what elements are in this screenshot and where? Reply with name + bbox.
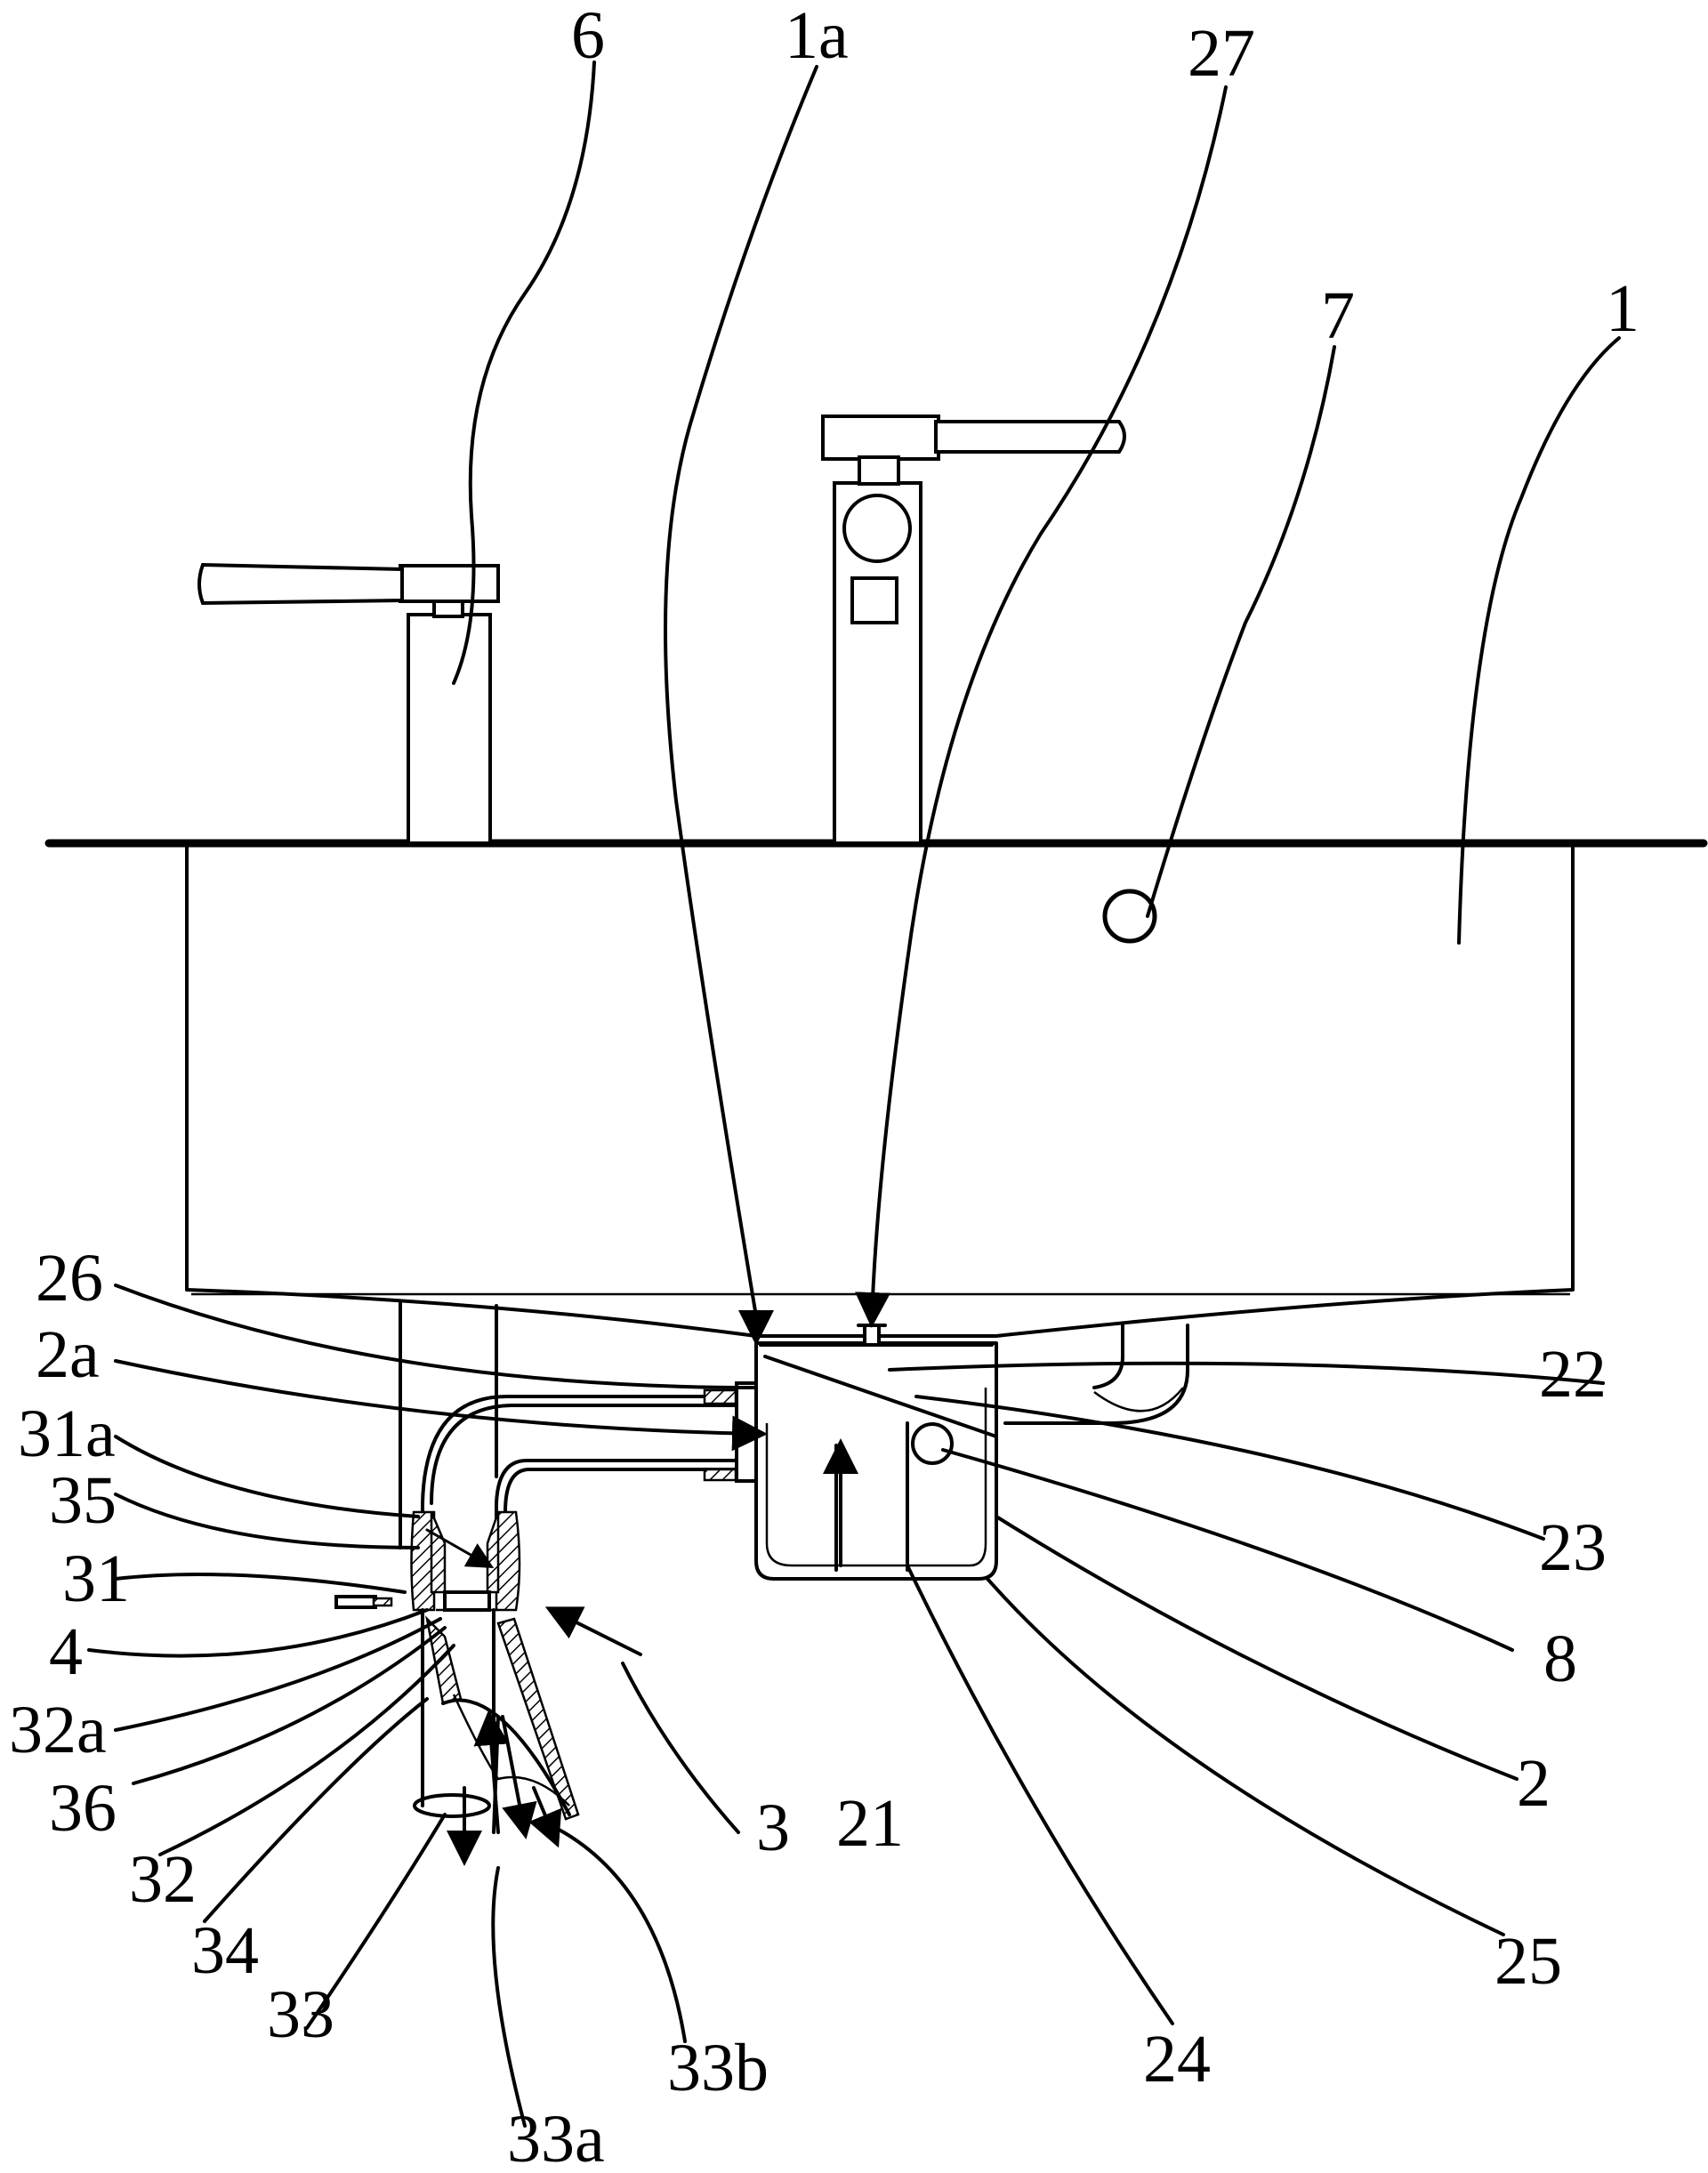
label-23: 23	[1539, 1510, 1607, 1585]
label-33: 33	[267, 1977, 334, 2052]
leader-26	[114, 1284, 758, 1389]
label-1: 1	[1606, 271, 1640, 346]
leader-36	[132, 1626, 447, 1785]
leader-33a	[491, 1866, 527, 2128]
label-2: 2	[1517, 1746, 1551, 1821]
label-7: 7	[1321, 278, 1355, 353]
label-34: 34	[191, 1913, 259, 1988]
leader-1	[1457, 336, 1621, 945]
label-31a: 31a	[18, 1396, 116, 1471]
label-36: 36	[49, 1771, 117, 1846]
leader-25	[986, 1577, 1505, 1936]
leader-34	[203, 1697, 429, 1923]
label-6: 6	[571, 0, 605, 73]
label-33b: 33b	[667, 2031, 769, 2105]
sink-basin	[185, 845, 1575, 1338]
overflow-pipe	[1003, 1324, 1189, 1425]
label-33a: 33a	[507, 2102, 605, 2173]
faucet-right	[821, 414, 1126, 845]
leader-33	[305, 1813, 447, 2030]
label-3: 3	[756, 1791, 790, 1865]
leader-6	[452, 60, 596, 685]
leader-8	[941, 1448, 1514, 1652]
label-21: 21	[836, 1786, 904, 1861]
rotating-outlet	[413, 1608, 580, 1821]
leader-7	[1146, 345, 1336, 918]
label-32: 32	[129, 1842, 197, 1917]
elbow-pipe	[421, 1381, 758, 1523]
overflow-hole	[1102, 889, 1157, 944]
label-32a: 32a	[9, 1693, 107, 1767]
label-31: 31	[62, 1541, 130, 1616]
label-22: 22	[1539, 1337, 1607, 1412]
leader-31	[114, 1573, 407, 1594]
label-4: 4	[49, 1614, 83, 1689]
leader-27	[855, 85, 1228, 1328]
label-2a: 2a	[36, 1317, 100, 1392]
flow-arrows	[425, 1438, 858, 1866]
leader-1a	[664, 65, 818, 1346]
leader-22	[888, 1361, 1605, 1385]
valve-joint	[334, 1510, 521, 1612]
leader-2	[995, 1515, 1519, 1781]
leader-lines	[87, 60, 1621, 2128]
leader-31a	[114, 1435, 420, 1518]
label-25: 25	[1494, 1924, 1562, 1999]
label-35: 35	[49, 1463, 117, 1538]
leader-24	[906, 1564, 1174, 2025]
label-24: 24	[1143, 2022, 1211, 2097]
leader-35	[114, 1493, 420, 1549]
leader-33b	[545, 1822, 687, 2043]
leader-32a	[114, 1617, 442, 1732]
leader-4	[87, 1608, 429, 1658]
label-27: 27	[1188, 16, 1255, 91]
label-26: 26	[36, 1241, 103, 1316]
faucet-left	[197, 562, 500, 845]
reference-labels: 6 1a 27 7 1 26 2a 31a 35 31 4 32a 36 32 …	[9, 0, 1640, 2173]
leader-3	[621, 1662, 740, 1834]
trap-container	[754, 1324, 998, 1581]
leader-32	[158, 1644, 455, 1856]
label-8: 8	[1543, 1622, 1577, 1696]
leader-23	[914, 1395, 1545, 1541]
leader-2a	[114, 1359, 768, 1452]
label-1a: 1a	[785, 0, 849, 73]
